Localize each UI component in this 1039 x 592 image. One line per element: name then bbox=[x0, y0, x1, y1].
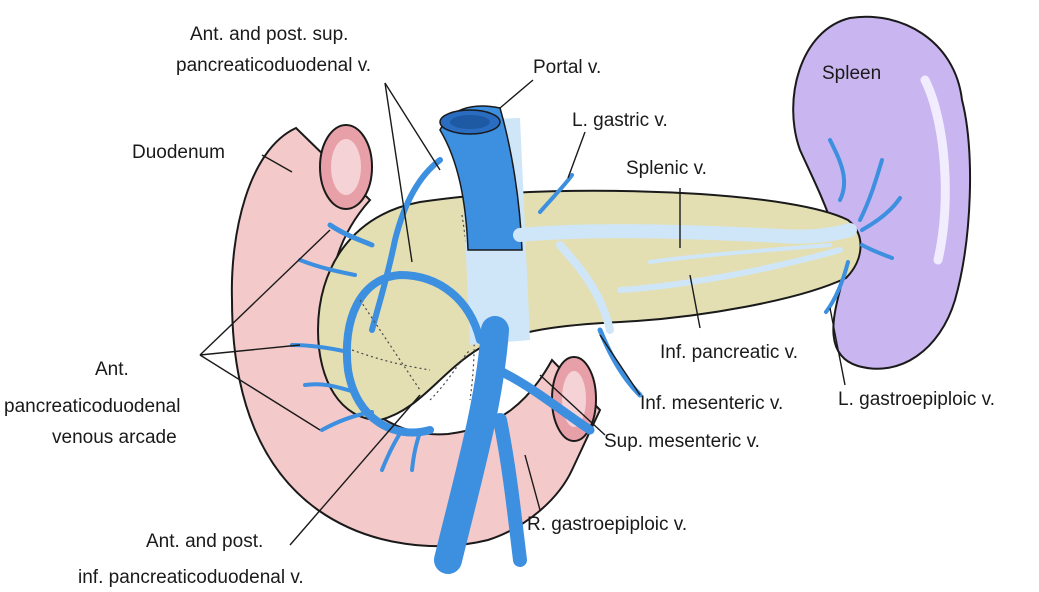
label-duodenum: Duodenum bbox=[132, 142, 225, 163]
label-ant-post-inf-line1: Ant. and post. bbox=[146, 531, 263, 552]
label-splenic-v: Splenic v. bbox=[626, 158, 707, 179]
label-ant-line3: venous arcade bbox=[52, 427, 177, 448]
label-ant-line1: Ant. bbox=[95, 359, 129, 380]
label-spleen: Spleen bbox=[822, 63, 881, 84]
label-ant-post-sup-line1: Ant. and post. sup. bbox=[190, 24, 348, 45]
label-r-gastroepiploic-v: R. gastroepiploic v. bbox=[527, 514, 687, 535]
label-portal-v: Portal v. bbox=[533, 57, 601, 78]
spleen bbox=[793, 17, 970, 369]
label-inf-mesenteric-v: Inf. mesenteric v. bbox=[640, 393, 783, 414]
label-sup-mesenteric-v: Sup. mesenteric v. bbox=[604, 431, 760, 452]
label-l-gastric-v: L. gastric v. bbox=[572, 110, 668, 131]
label-ant-line2: pancreaticoduodenal bbox=[4, 396, 180, 417]
label-ant-post-sup-line2: pancreaticoduodenal v. bbox=[176, 55, 371, 76]
label-ant-post-inf-line2: inf. pancreaticoduodenal v. bbox=[78, 567, 304, 588]
label-l-gastroepiploic-v: L. gastroepiploic v. bbox=[838, 389, 995, 410]
label-inf-pancreatic-v: Inf. pancreatic v. bbox=[660, 342, 798, 363]
